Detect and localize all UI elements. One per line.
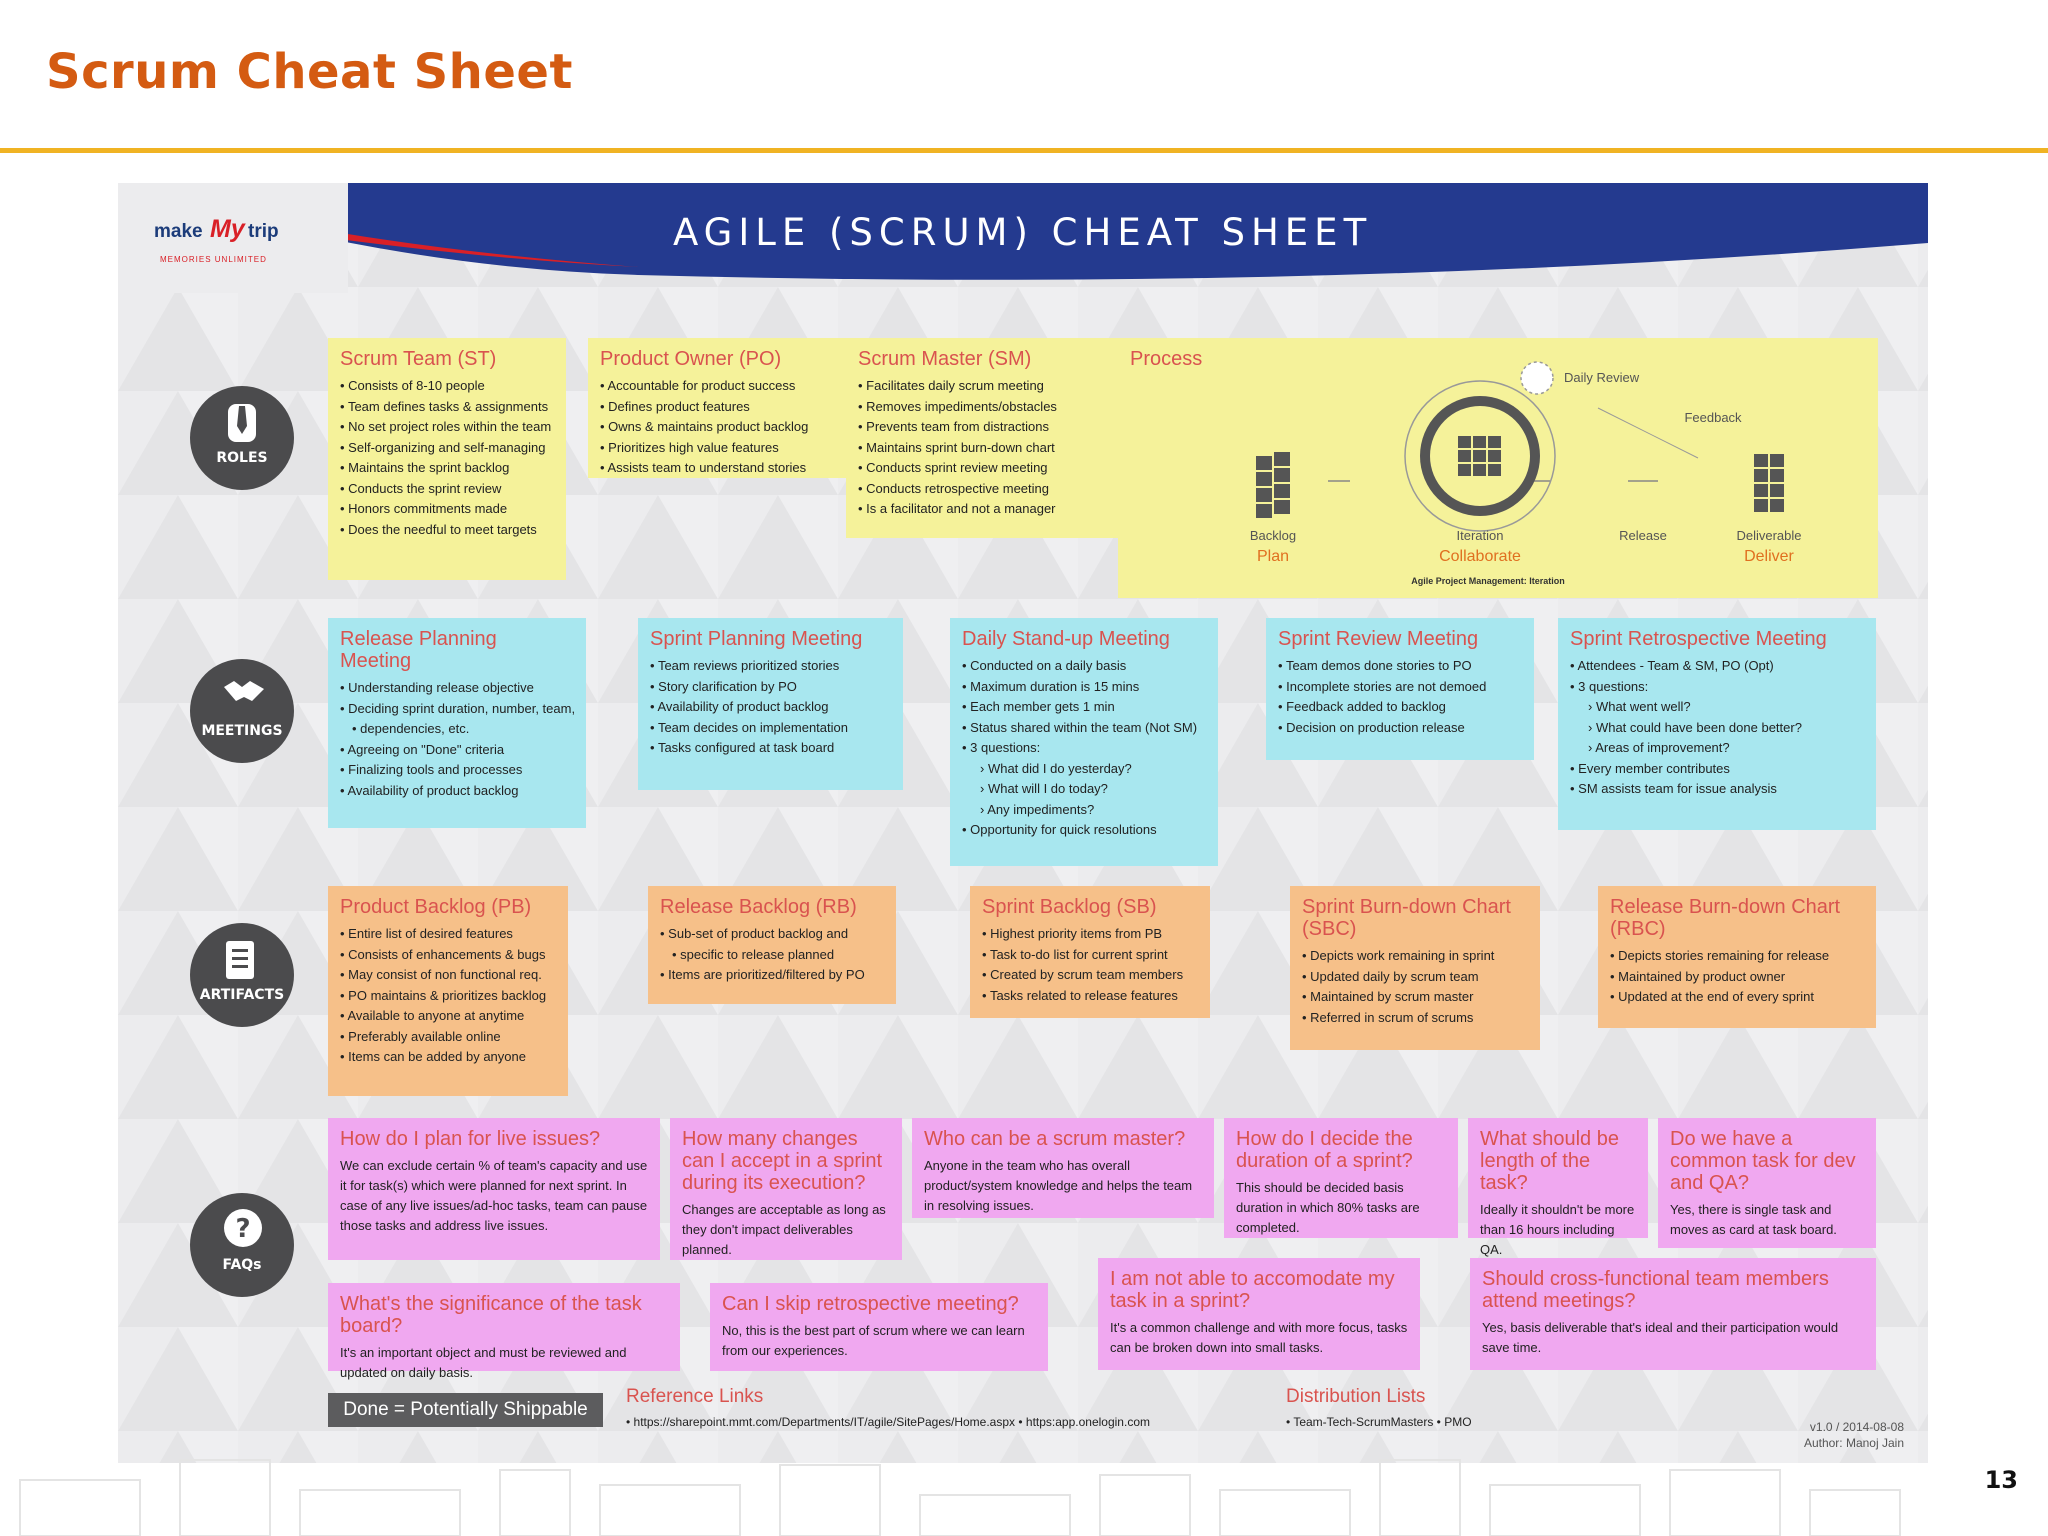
iteration-cycle-icon: [1404, 361, 1556, 532]
artifact-card: Sprint Burn-down Chart (SBC) Depicts wor…: [1290, 886, 1540, 1050]
deliverable-label: Deliverable: [1736, 528, 1802, 543]
title-divider: [0, 148, 2048, 153]
faq-card: How many changes can I accept in a sprin…: [670, 1118, 902, 1260]
meeting-card: Sprint Planning Meeting Team reviews pri…: [638, 618, 903, 790]
distribution-lists-title: Distribution Lists: [1286, 1386, 1426, 1407]
reference-links-title: Reference Links: [626, 1386, 764, 1407]
handshake-icon: [224, 681, 264, 701]
reference-links: • https://sharepoint.mmt.com/Departments…: [626, 1415, 1150, 1429]
svg-text:?: ?: [235, 1214, 250, 1244]
distribution-lists: • Team-Tech-ScrumMasters • PMO: [1286, 1415, 1472, 1429]
meeting-card: Sprint Retrospective Meeting Attendees -…: [1558, 618, 1876, 830]
person-tie-icon: [228, 404, 256, 442]
artifact-card: Release Burn-down Chart (RBC) Depicts st…: [1598, 886, 1876, 1028]
release-label: Release: [1619, 528, 1667, 543]
role-card: Scrum Team (ST) Consists of 8-10 peopleT…: [328, 338, 566, 580]
page-number: 13: [1984, 1466, 2018, 1494]
process-card: Process: [1118, 338, 1878, 598]
faq-card: Can I skip retrospective meeting? No, th…: [710, 1283, 1048, 1371]
artifacts-badge: ARTIFACTS: [190, 923, 294, 1027]
city-skyline-decoration: [19, 1459, 1901, 1536]
deliver-label: Deliver: [1744, 548, 1794, 565]
cheat-sheet-image: AGILE (SCRUM) CHEAT SHEET make My trip M…: [118, 183, 1928, 1463]
makemytrip-logo: make My trip MEMORIES UNLIMITED: [154, 215, 279, 264]
version-label: v1.0 / 2014-08-08: [1809, 1420, 1904, 1434]
clipboard-icon: [226, 941, 254, 979]
roles-badge: ROLES: [190, 386, 294, 490]
faq-card: Should cross-functional team members att…: [1470, 1258, 1876, 1370]
plan-label: Plan: [1256, 548, 1290, 565]
collaborate-label: Collaborate: [1439, 548, 1521, 565]
deliverable-stack-icon: [1754, 454, 1784, 512]
iteration-label: Iteration: [1456, 528, 1504, 543]
faq-card: How do I decide the duration of a sprint…: [1224, 1118, 1458, 1238]
process-title: Process: [1130, 348, 1203, 370]
meetings-badge: MEETINGS: [190, 659, 294, 763]
header-banner: [118, 183, 1928, 293]
version-info: v1.0 / 2014-08-08 Author: Manoj Jain: [1698, 1419, 1904, 1451]
author-label: Author: Manoj Jain: [1803, 1436, 1904, 1450]
process-caption: Agile Project Management: Iteration: [1411, 576, 1565, 586]
backlog-label: Backlog: [1249, 528, 1297, 543]
slide-title: Scrum Cheat Sheet: [46, 44, 573, 100]
faq-card: I am not able to accomodate my task in a…: [1098, 1258, 1420, 1370]
meeting-card: Sprint Review Meeting Team demos done st…: [1266, 618, 1534, 760]
sheet-title: AGILE (SCRUM) CHEAT SHEET: [673, 211, 1373, 254]
artifact-card: Release Backlog (RB) Sub-set of product …: [648, 886, 896, 1004]
role-card: Scrum Master (SM) Facilitates daily scru…: [846, 338, 1168, 538]
meeting-card: Release Planning Meeting Understanding r…: [328, 618, 586, 828]
question-mark-icon: ?: [224, 1209, 262, 1247]
faq-card: Who can be a scrum master? Anyone in the…: [912, 1118, 1214, 1218]
artifact-card: Product Backlog (PB) Entire list of desi…: [328, 886, 568, 1096]
artifact-card: Sprint Backlog (SB) Highest priority ite…: [970, 886, 1210, 1018]
faq-card: What's the significance of the task boar…: [328, 1283, 680, 1380]
faq-card: What should be length of the task? Ideal…: [1468, 1118, 1648, 1257]
meeting-card: Daily Stand-up Meeting Conducted on a da…: [950, 618, 1218, 866]
backlog-stack-icon: [1256, 452, 1290, 518]
done-definition-badge: Done = Potentially Shippable: [328, 1393, 603, 1427]
feedback-label: Feedback: [1684, 410, 1742, 425]
faq-card: How do I plan for live issues? We can ex…: [328, 1118, 660, 1260]
daily-review-label: Daily Review: [1564, 370, 1640, 385]
faq-card: Do we have a common task for dev and QA?…: [1658, 1118, 1876, 1248]
process-diagram: [1256, 361, 1784, 532]
faqs-badge: ? FAQs: [190, 1193, 294, 1297]
